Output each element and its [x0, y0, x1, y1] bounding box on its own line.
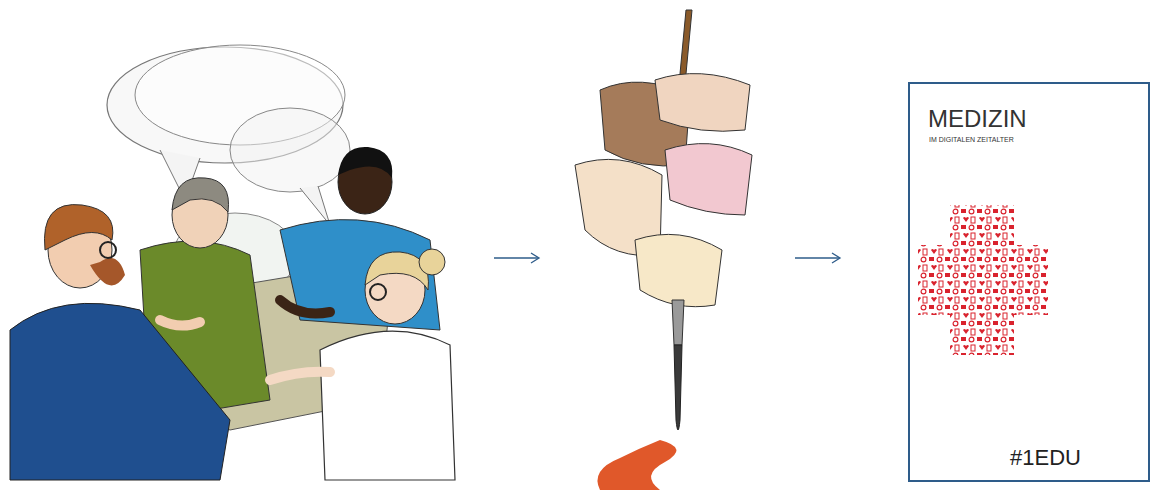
person-ginger-part [10, 303, 230, 480]
flow-arrow-part [531, 253, 539, 263]
icon-cross [918, 205, 1048, 355]
brush-hands-part [665, 144, 752, 215]
person-blond-part [270, 372, 330, 380]
brush-hands-part [635, 234, 722, 306]
book-cover: MEDIZIN IM DIGITALEN ZEITALTER #1EDU [908, 82, 1150, 482]
cover-subtitle: IM DIGITALEN ZEITALTER [929, 136, 1014, 144]
person-blond [270, 249, 455, 480]
cover-title: MEDIZIN [928, 106, 1027, 132]
person-blue-shirt-part [338, 147, 392, 178]
flow-arrow-part [832, 253, 840, 263]
brush-hands-part [674, 345, 682, 430]
person-ginger-part [100, 242, 116, 258]
brush-hands [575, 10, 752, 490]
speech-bubbles-part [300, 186, 330, 225]
flow-arrow-part [795, 257, 839, 258]
brush-hands-part [655, 74, 750, 132]
person-blond-part [370, 284, 386, 300]
person-ginger [10, 205, 230, 480]
flow-arrow-part [494, 257, 538, 258]
speech-bubbles-part [230, 108, 350, 192]
person-ginger-part [90, 258, 125, 285]
brush-hands-part [672, 300, 684, 345]
person-ginger-part [160, 320, 200, 326]
brush-hands-part [598, 440, 677, 490]
person-blond-part [320, 331, 455, 480]
person-blue-shirt-part [280, 220, 440, 330]
person-blue-shirt [280, 147, 440, 330]
person-green-part [172, 178, 229, 212]
cover-tag: #1EDU [1010, 446, 1081, 470]
person-blue-shirt-part [280, 300, 330, 314]
person-blond-part [419, 249, 445, 275]
icon-cross-part [918, 205, 1048, 355]
